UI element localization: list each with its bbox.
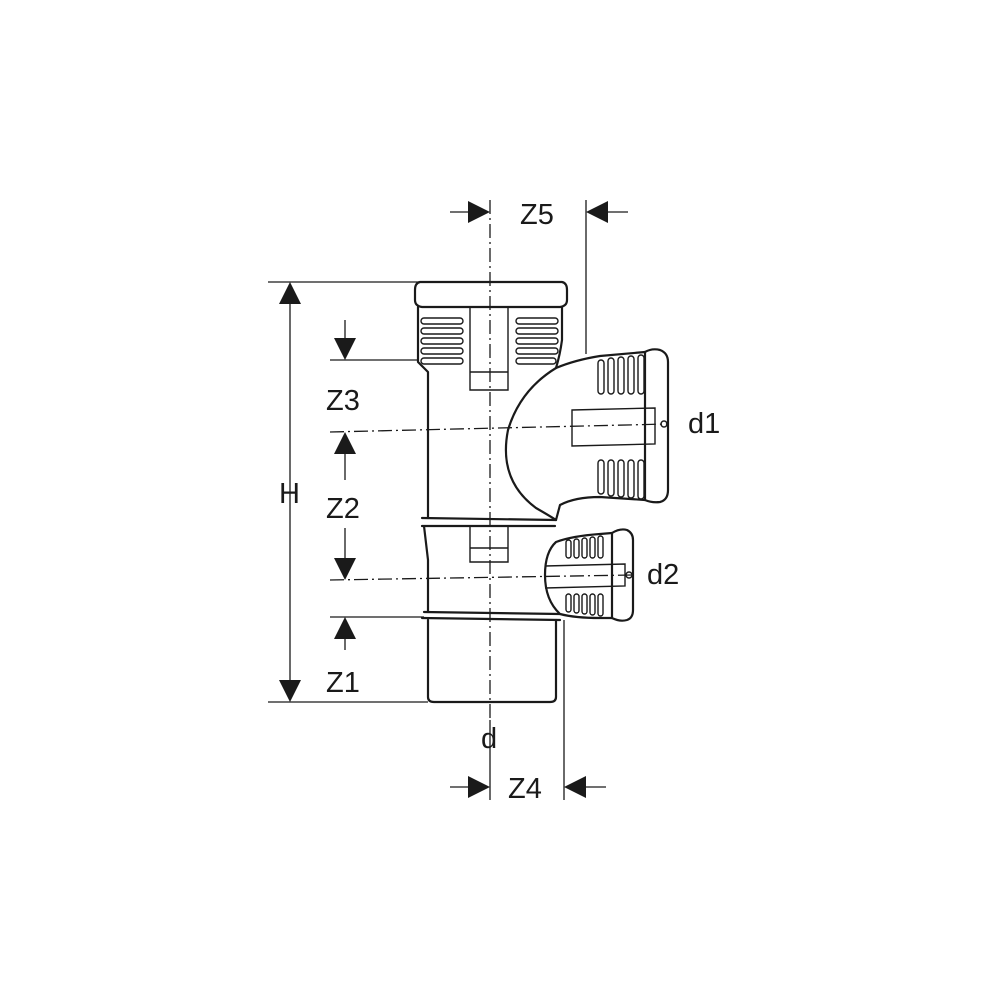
- label-d2: d2: [647, 559, 679, 591]
- arrow-left-icon: [564, 776, 586, 798]
- dimension-z4: [450, 776, 606, 798]
- branch-d1-inner: [571, 407, 656, 447]
- arrow-right-icon: [468, 201, 490, 223]
- dimension-z3: [334, 320, 356, 360]
- spigot: [426, 618, 558, 704]
- branch-d1-saddle: [504, 350, 647, 522]
- middle-insert: [469, 527, 509, 563]
- branch-d2-ribs: [565, 535, 604, 617]
- label-z4: Z4: [508, 773, 542, 805]
- top-socket-ribs-right: [515, 317, 559, 365]
- label-z2: Z2: [326, 493, 360, 525]
- lower-band: [420, 610, 562, 622]
- label-z3: Z3: [326, 385, 360, 417]
- arrow-up-icon: [334, 617, 356, 639]
- arrow-up-icon: [334, 432, 356, 454]
- branch-d2-rim: [610, 528, 635, 622]
- dimension-h: [279, 282, 301, 702]
- arrow-up-icon: [279, 282, 301, 304]
- dimension-z5: [450, 201, 628, 223]
- d2-axis-centerline: [329, 574, 634, 581]
- arrow-down-icon: [334, 338, 356, 360]
- branch-d1: [504, 348, 670, 522]
- label-d: d: [481, 723, 497, 755]
- arrow-left-icon: [586, 201, 608, 223]
- dimension-z2: [334, 432, 356, 580]
- branch-d2: [543, 528, 635, 622]
- d1-axis-centerline: [329, 423, 669, 433]
- label-d1: d1: [688, 408, 720, 440]
- middle-band: [420, 516, 558, 614]
- branch-d2-saddle: [543, 531, 614, 620]
- arrow-right-icon: [468, 776, 490, 798]
- main-pipe: [413, 280, 569, 704]
- label-z1: Z1: [326, 667, 360, 699]
- arrow-down-icon: [334, 558, 356, 580]
- dimension-z1: [334, 617, 356, 650]
- branch-d1-ribs: [597, 354, 645, 500]
- top-socket-rim: [413, 280, 569, 309]
- top-socket-body: [416, 305, 564, 520]
- arrow-down-icon: [279, 680, 301, 702]
- extension-lines: [268, 200, 587, 800]
- top-socket-insert: [469, 308, 509, 391]
- branch-d1-rim: [643, 348, 670, 504]
- top-socket-ribs-left: [420, 317, 464, 365]
- label-h: H: [279, 478, 300, 510]
- label-z5: Z5: [520, 199, 554, 231]
